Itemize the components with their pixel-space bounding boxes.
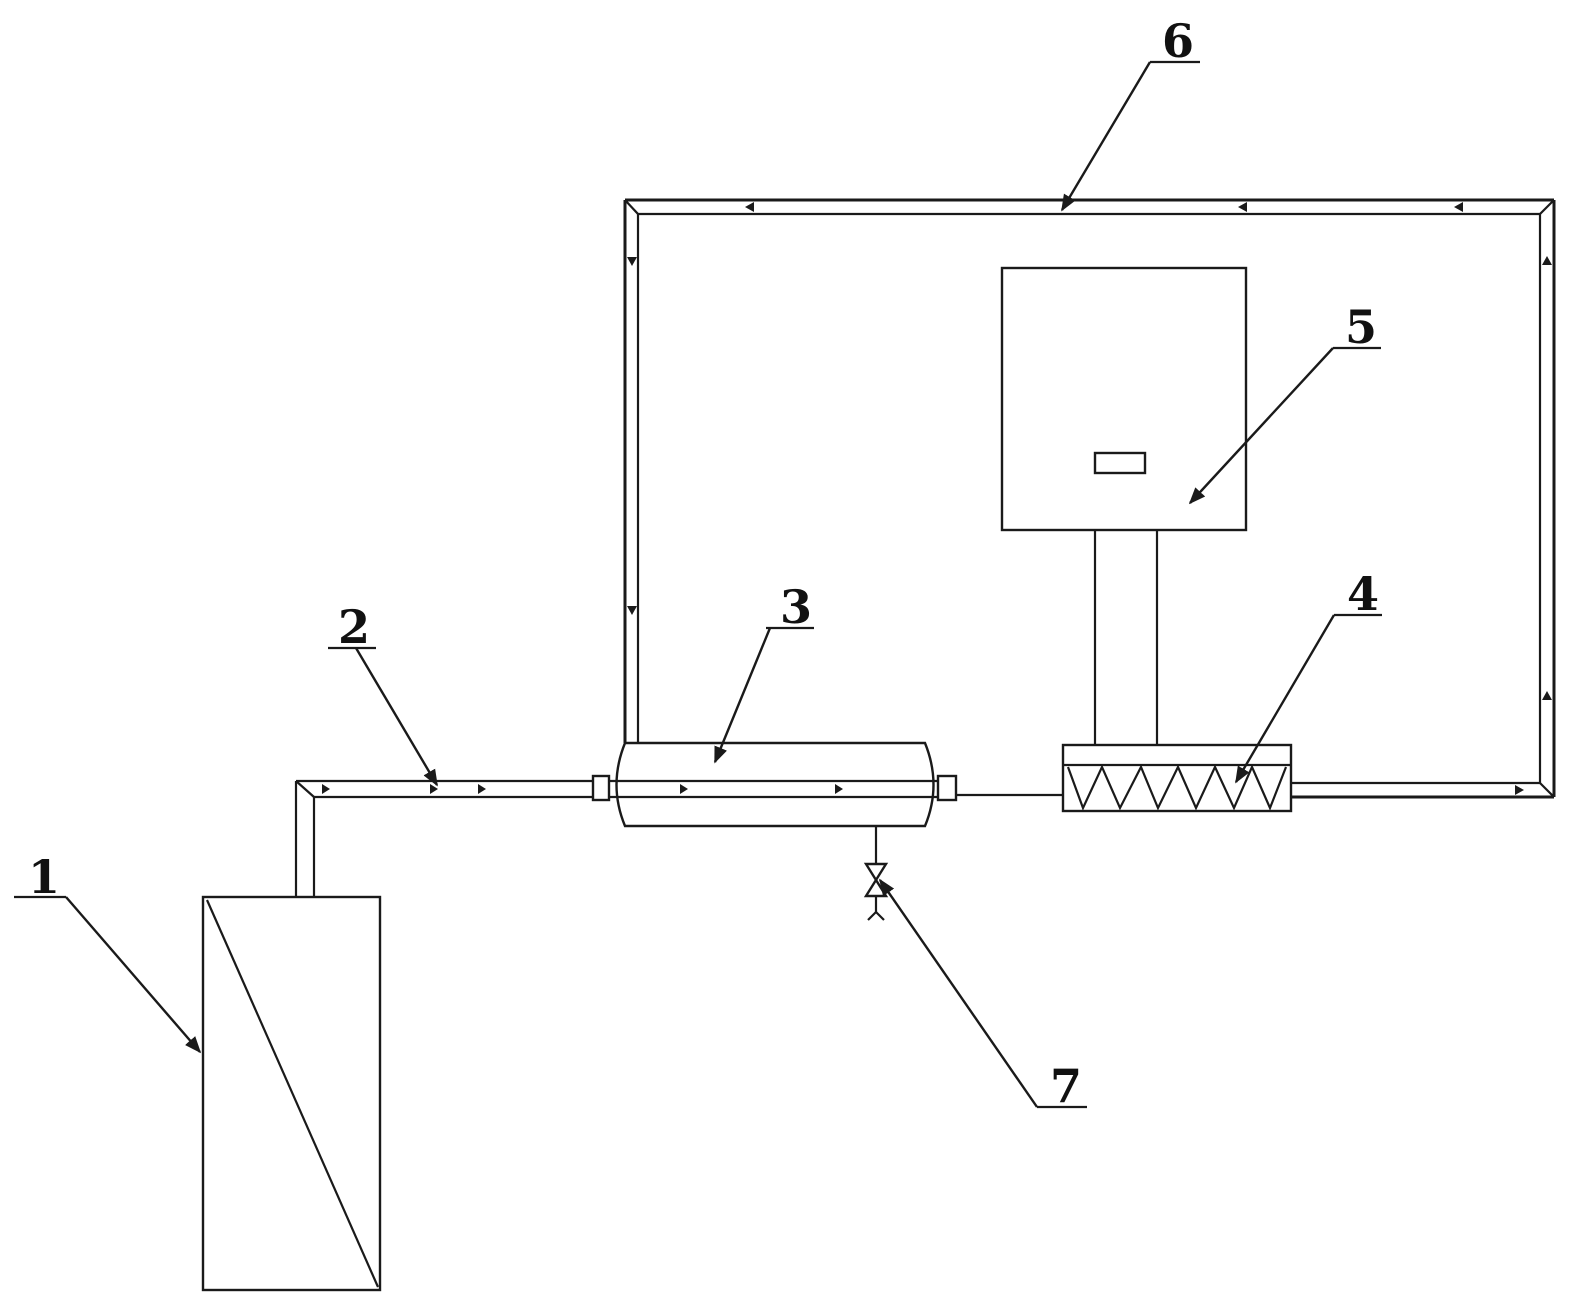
flow-arrow [1454, 202, 1463, 212]
label-7: 7 [1050, 1059, 1082, 1113]
flow-arrow [627, 606, 637, 615]
flow-arrow [1515, 785, 1524, 795]
drain-valve-7 [863, 826, 889, 921]
flow-arrow [478, 784, 486, 794]
flow-arrow [627, 257, 637, 266]
unit-5 [1000, 266, 1248, 745]
label-3: 3 [780, 580, 812, 634]
flow-arrow [1542, 691, 1552, 700]
tank-1 [201, 895, 382, 1292]
flow-arrow [322, 784, 330, 794]
flow-arrow [835, 784, 843, 794]
return-pipe-6 [623, 198, 1556, 799]
label-2: 2 [338, 600, 370, 654]
control-panel-icon [1093, 451, 1147, 475]
separator-3 [591, 741, 958, 828]
label-6: 6 [1162, 14, 1194, 68]
flow-arrow [430, 784, 438, 794]
flow-arrow [1238, 202, 1247, 212]
label-4: 4 [1347, 567, 1379, 621]
label-5: 5 [1345, 300, 1377, 354]
pipe-2 [294, 779, 593, 897]
flow-arrow [680, 784, 688, 794]
flow-arrow [745, 202, 754, 212]
leader-lines [14, 60, 1382, 1109]
flow-arrow [1542, 256, 1552, 265]
label-1: 1 [28, 850, 60, 904]
screw-conveyor-4 [1061, 743, 1293, 813]
